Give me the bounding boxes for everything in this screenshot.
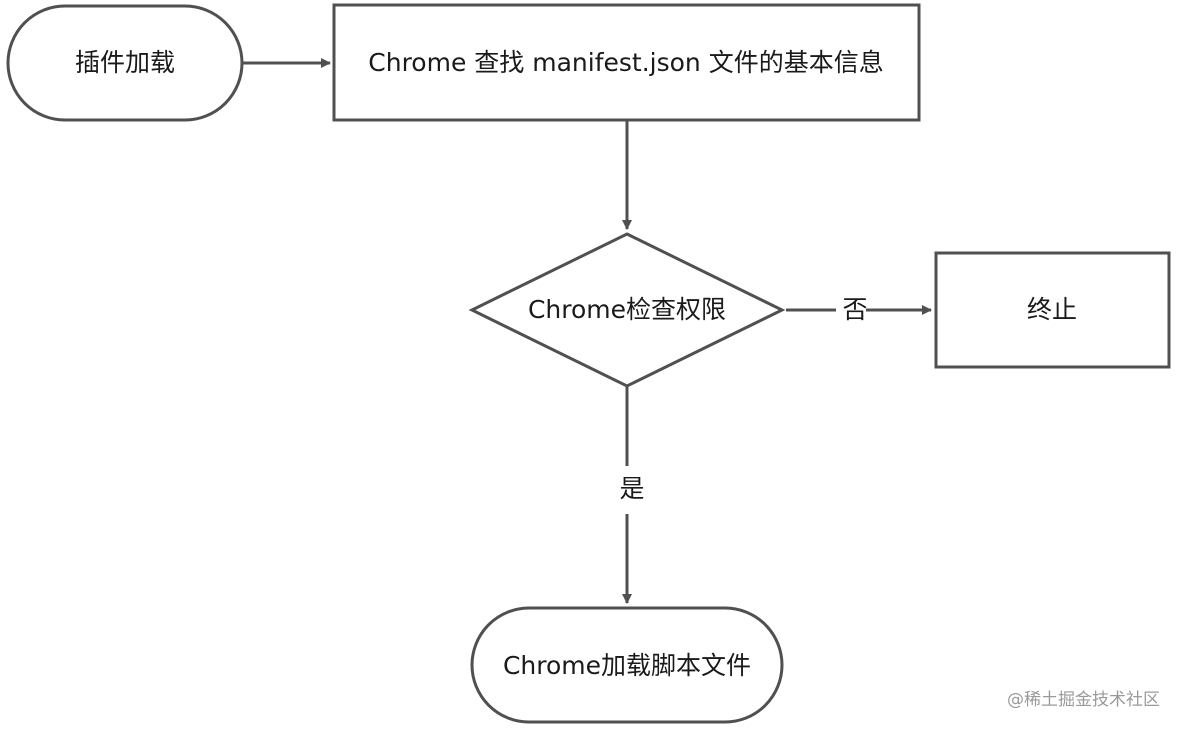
check-permission-label: Chrome检查权限 bbox=[528, 295, 726, 324]
start-node-label: 插件加载 bbox=[75, 48, 175, 77]
load-scripts-node: Chrome加载脚本文件 bbox=[470, 606, 784, 724]
terminate-node: 终止 bbox=[934, 251, 1171, 369]
watermark: @稀土掘金技术社区 bbox=[1007, 690, 1160, 710]
edge-yes-label: 是 bbox=[619, 474, 644, 503]
read-manifest-label: Chrome 查找 manifest.json 文件的基本信息 bbox=[368, 48, 883, 77]
terminate-label: 终止 bbox=[1027, 295, 1077, 324]
read-manifest-node: Chrome 查找 manifest.json 文件的基本信息 bbox=[332, 3, 921, 122]
load-scripts-label: Chrome加载脚本文件 bbox=[503, 651, 751, 680]
check-permission-node: Chrome检查权限 bbox=[468, 232, 786, 388]
edge-no-label: 否 bbox=[842, 295, 867, 324]
start-node: 插件加载 bbox=[6, 4, 244, 122]
